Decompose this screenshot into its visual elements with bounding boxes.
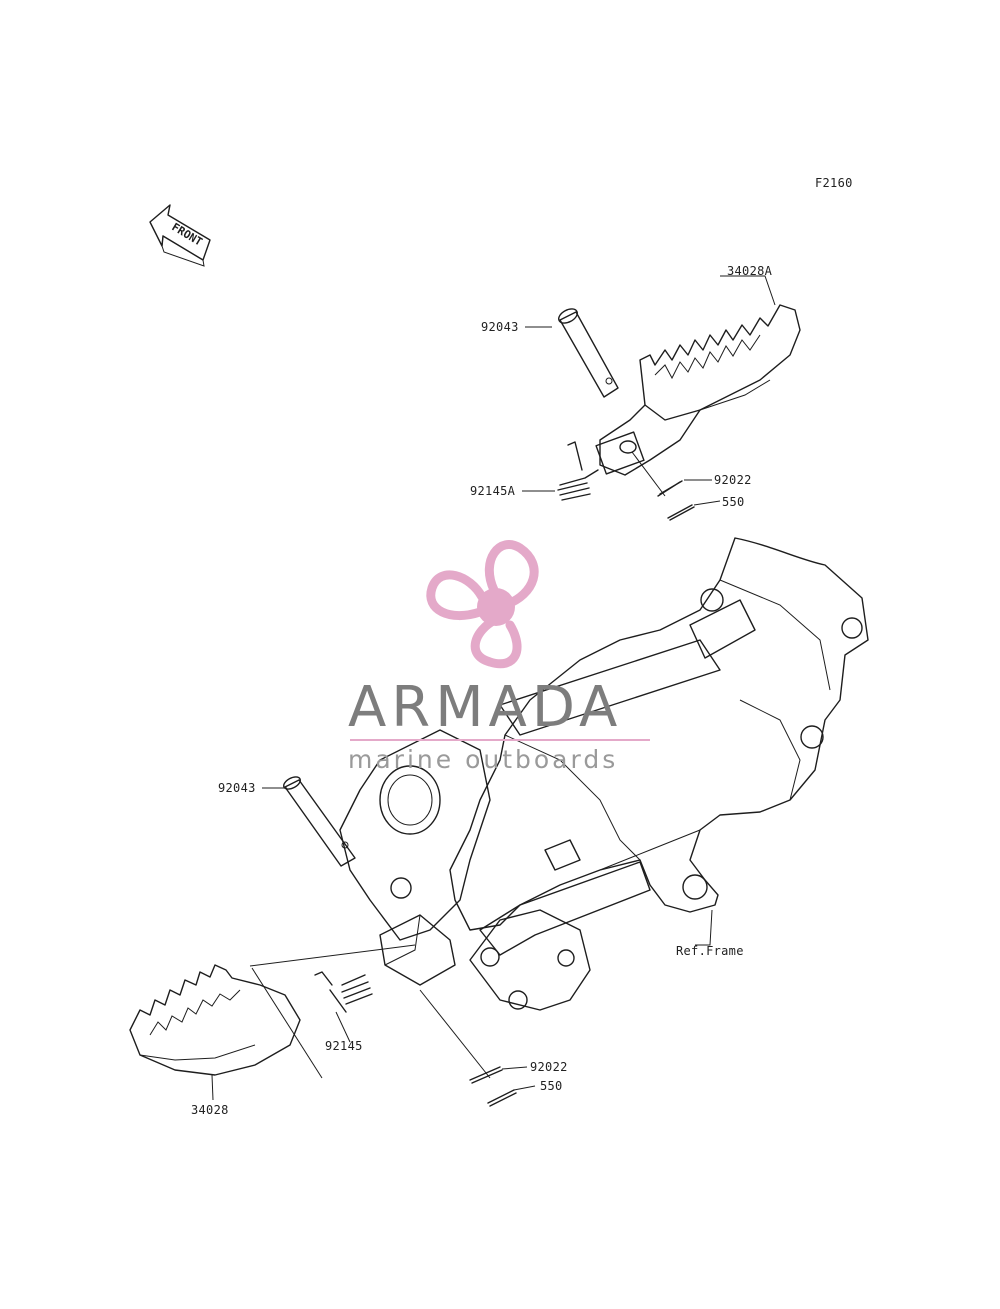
footpeg-left-illustration	[129, 964, 301, 1076]
part-label-92145A: 92145A	[470, 484, 516, 498]
watermark-name: ARMADA	[348, 675, 623, 740]
part-label-34028: 34028	[191, 1103, 229, 1117]
washer-upper-illustration	[657, 480, 683, 497]
washer-lower-illustration	[469, 1066, 503, 1084]
part-label-550-lower: 550	[540, 1079, 563, 1093]
footpeg-bracket-illustration	[379, 914, 456, 986]
spring-lower-illustration	[314, 971, 373, 1013]
watermark-tagline: marine outboards	[348, 745, 619, 774]
leader-lines	[211, 275, 776, 1101]
part-label-92043-lower: 92043	[218, 781, 256, 795]
part-label-550-upper: 550	[722, 495, 745, 509]
figure-code: F2160	[815, 176, 853, 190]
pin-upper-illustration	[558, 308, 619, 398]
part-label-ref-frame: Ref.Frame	[676, 944, 744, 958]
part-label-92043-upper: 92043	[481, 320, 519, 334]
spring-upper-illustration	[557, 441, 599, 501]
watermark-divider	[350, 739, 650, 741]
cotter-upper-illustration	[667, 504, 695, 521]
part-label-92022-lower: 92022	[530, 1060, 568, 1074]
front-arrow-icon: FRONT	[149, 204, 211, 267]
cotter-lower-illustration	[487, 1089, 517, 1107]
frame-illustration	[339, 537, 869, 1011]
pin-lower-illustration	[283, 776, 356, 867]
part-label-92022-upper: 92022	[714, 473, 752, 487]
armada-propeller-logo	[426, 540, 539, 669]
part-label-34028A: 34028A	[727, 264, 773, 278]
footpeg-right-illustration	[595, 304, 801, 476]
part-label-92145: 92145	[325, 1039, 363, 1053]
